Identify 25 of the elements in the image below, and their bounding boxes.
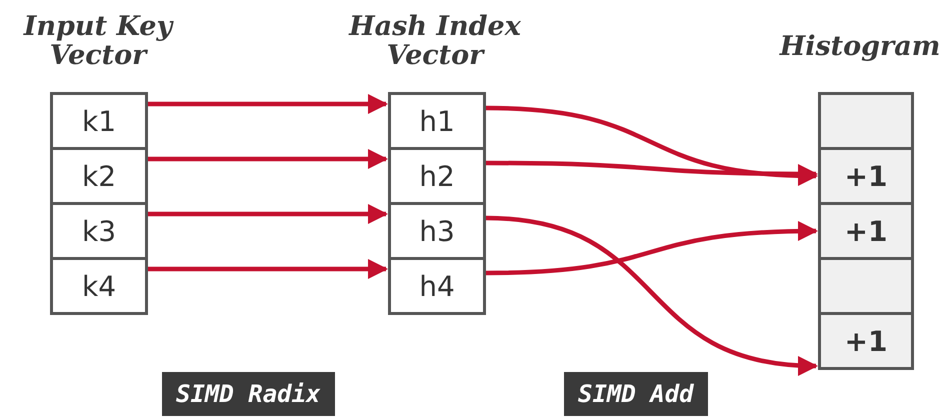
step-label: SIMD Radix — [162, 372, 334, 416]
arrow — [148, 258, 388, 280]
vector-cell: +1 — [818, 312, 914, 370]
vector-cell: k1 — [50, 92, 148, 150]
arrow — [148, 148, 388, 170]
arrow — [148, 204, 388, 224]
empty-cell — [818, 92, 914, 150]
vector-cell: k4 — [50, 257, 148, 315]
arrow — [148, 94, 388, 114]
vector-cell: h2 — [388, 147, 486, 205]
vector-cell: k2 — [50, 147, 148, 205]
arrow — [486, 221, 818, 276]
arrow — [486, 216, 818, 375]
column-heading: Histogram — [778, 32, 942, 61]
arrow — [486, 106, 818, 186]
column-heading: Hash Index Vector — [348, 12, 522, 70]
empty-cell — [818, 257, 914, 315]
vector-cell: h1 — [388, 92, 486, 150]
vector-cell: +1 — [818, 202, 914, 260]
column-heading: Input Key Vector — [22, 12, 175, 70]
step-label: SIMD Add — [564, 372, 708, 416]
vector-cell: h3 — [388, 202, 486, 260]
vector-cell: k3 — [50, 202, 148, 260]
vector-cell: h4 — [388, 257, 486, 315]
vector-cell: +1 — [818, 147, 914, 205]
